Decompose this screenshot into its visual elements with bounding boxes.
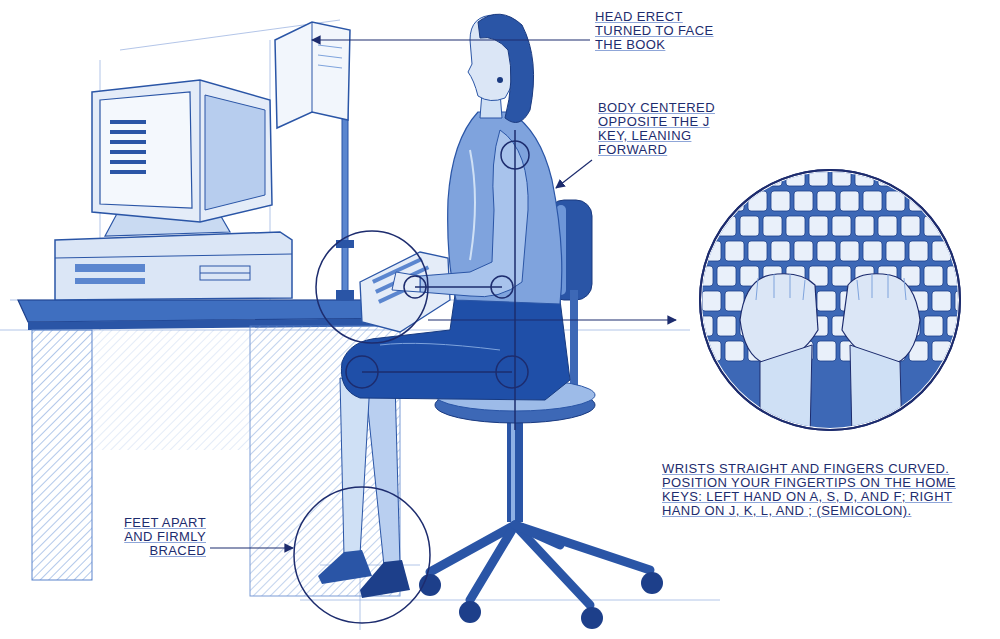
key-cap (748, 241, 767, 261)
key-cap (771, 241, 790, 261)
key-cap (786, 216, 805, 236)
key-cap (878, 216, 897, 236)
copy-holder (275, 22, 354, 300)
key-cap (932, 291, 951, 311)
desk (18, 300, 410, 596)
monitor (92, 80, 272, 236)
key-cap (855, 216, 874, 236)
key-cap (809, 216, 828, 236)
key-cap (924, 266, 943, 286)
key-cap (909, 241, 928, 261)
posture-note: FEET APART AND FIRMLY BRACED (108, 516, 206, 558)
key-cap (924, 316, 943, 336)
key-cap (886, 191, 905, 211)
key-cap (771, 191, 790, 211)
key-cap (817, 191, 836, 211)
key-cap (725, 341, 744, 361)
key-cap (924, 166, 943, 186)
key-cap (840, 241, 859, 261)
key-cap (763, 216, 782, 236)
key-cap (717, 266, 736, 286)
key-cap (832, 166, 851, 186)
key-cap (955, 191, 974, 211)
key-cap (794, 191, 813, 211)
key-cap (702, 291, 721, 311)
computer-case (55, 232, 292, 300)
key-cap (840, 191, 859, 211)
key-cap (955, 241, 974, 261)
key-cap (832, 266, 851, 286)
key-cap (955, 291, 974, 311)
posture-markers (294, 130, 529, 623)
key-cap (740, 216, 759, 236)
key-cap (817, 291, 836, 311)
key-cap (901, 216, 920, 236)
key-cap (794, 241, 813, 261)
key-cap (694, 166, 713, 186)
key-cap (717, 216, 736, 236)
key-cap (725, 241, 744, 261)
key-cap (725, 191, 744, 211)
typist-figure (318, 14, 570, 598)
key-cap (947, 166, 966, 186)
hands-zoom (690, 160, 974, 440)
key-cap (886, 241, 905, 261)
key-cap (725, 291, 744, 311)
key-cap (832, 216, 851, 236)
key-cap (955, 341, 974, 361)
key-cap (717, 166, 736, 186)
key-cap (702, 241, 721, 261)
key-cap (901, 166, 920, 186)
key-cap (817, 341, 836, 361)
key-cap (932, 341, 951, 361)
instruction-note: WRISTS STRAIGHT AND FINGERS CURVED. POSI… (662, 462, 967, 518)
key-cap (809, 166, 828, 186)
key-cap (863, 241, 882, 261)
key-cap (909, 191, 928, 211)
key-cap (717, 316, 736, 336)
key-cap (932, 191, 951, 211)
key-cap (748, 191, 767, 211)
key-cap (702, 191, 721, 211)
key-cap (694, 216, 713, 236)
key-cap (947, 216, 966, 236)
posture-note: HEAD ERECT TURNED TO FACE THE BOOK (595, 10, 727, 52)
key-cap (740, 166, 759, 186)
posture-note: BODY CENTERED OPPOSITE THE J KEY, LEANIN… (598, 101, 738, 157)
key-cap (924, 216, 943, 236)
key-cap (863, 191, 882, 211)
key-cap (817, 241, 836, 261)
